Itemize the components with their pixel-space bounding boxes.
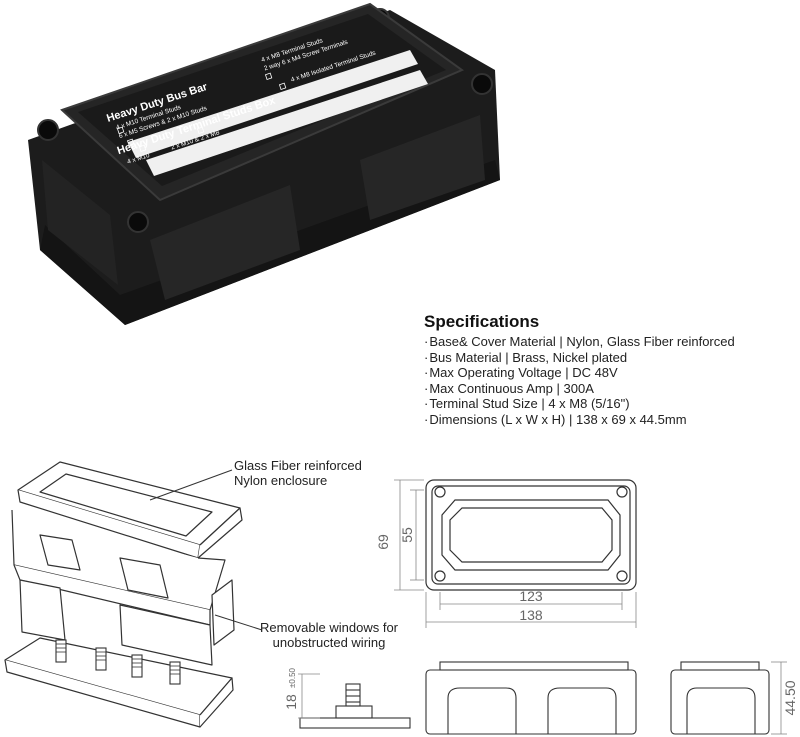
- dim-width-123: 123: [519, 588, 543, 604]
- dim-stud-18: 18: [283, 694, 299, 710]
- callout-windows-line: unobstructed wiring: [272, 635, 386, 650]
- spec-line: Bus Material | Brass, Nickel plated: [424, 350, 794, 366]
- label-strip-2: [146, 70, 428, 176]
- dim-height-69: 69: [375, 534, 391, 550]
- dim-stud-tolerance: ±0.50: [288, 667, 297, 688]
- callout-cover-line: Glass Fiber reinforced: [234, 458, 362, 473]
- callout-cover: Glass Fiber reinforced Nylon enclosure: [234, 458, 362, 488]
- front-view-drawing: [425, 661, 637, 735]
- callout-cover-line: Nylon enclosure: [234, 473, 328, 488]
- callout-windows-line: Removable windows for: [260, 620, 399, 635]
- dim-height-55: 55: [399, 527, 415, 543]
- spec-line: Max Operating Voltage | DC 48V: [424, 365, 794, 381]
- stud-side-view: 18 ±0.50: [283, 667, 411, 729]
- side-view-drawing: 44.50: [670, 661, 798, 735]
- top-view-drawing: 69 55 123 138: [375, 479, 637, 628]
- spec-line: Max Continuous Amp | 300A: [424, 381, 794, 397]
- dim-width-138: 138: [519, 607, 543, 623]
- spec-line: Base& Cover Material | Nylon, Glass Fibe…: [424, 334, 794, 350]
- spec-line: Dimensions (L x W x H) | 138 x 69 x 44.5…: [424, 412, 794, 428]
- label-strip-1: [128, 50, 418, 158]
- spec-line: Terminal Stud Size | 4 x M8 (5/16"): [424, 396, 794, 412]
- specs-title: Specifications: [424, 312, 540, 331]
- callout-windows: Removable windows for unobstructed wirin…: [260, 620, 398, 650]
- exploded-diagram: [4, 461, 263, 728]
- dim-height-4450: 44.50: [782, 680, 798, 715]
- specifications: Specifications Base& Cover Material | Ny…: [424, 312, 794, 427]
- product-photo: Heavy Duty Bus Bar 4 x M10 Terminal Stud…: [28, 2, 500, 325]
